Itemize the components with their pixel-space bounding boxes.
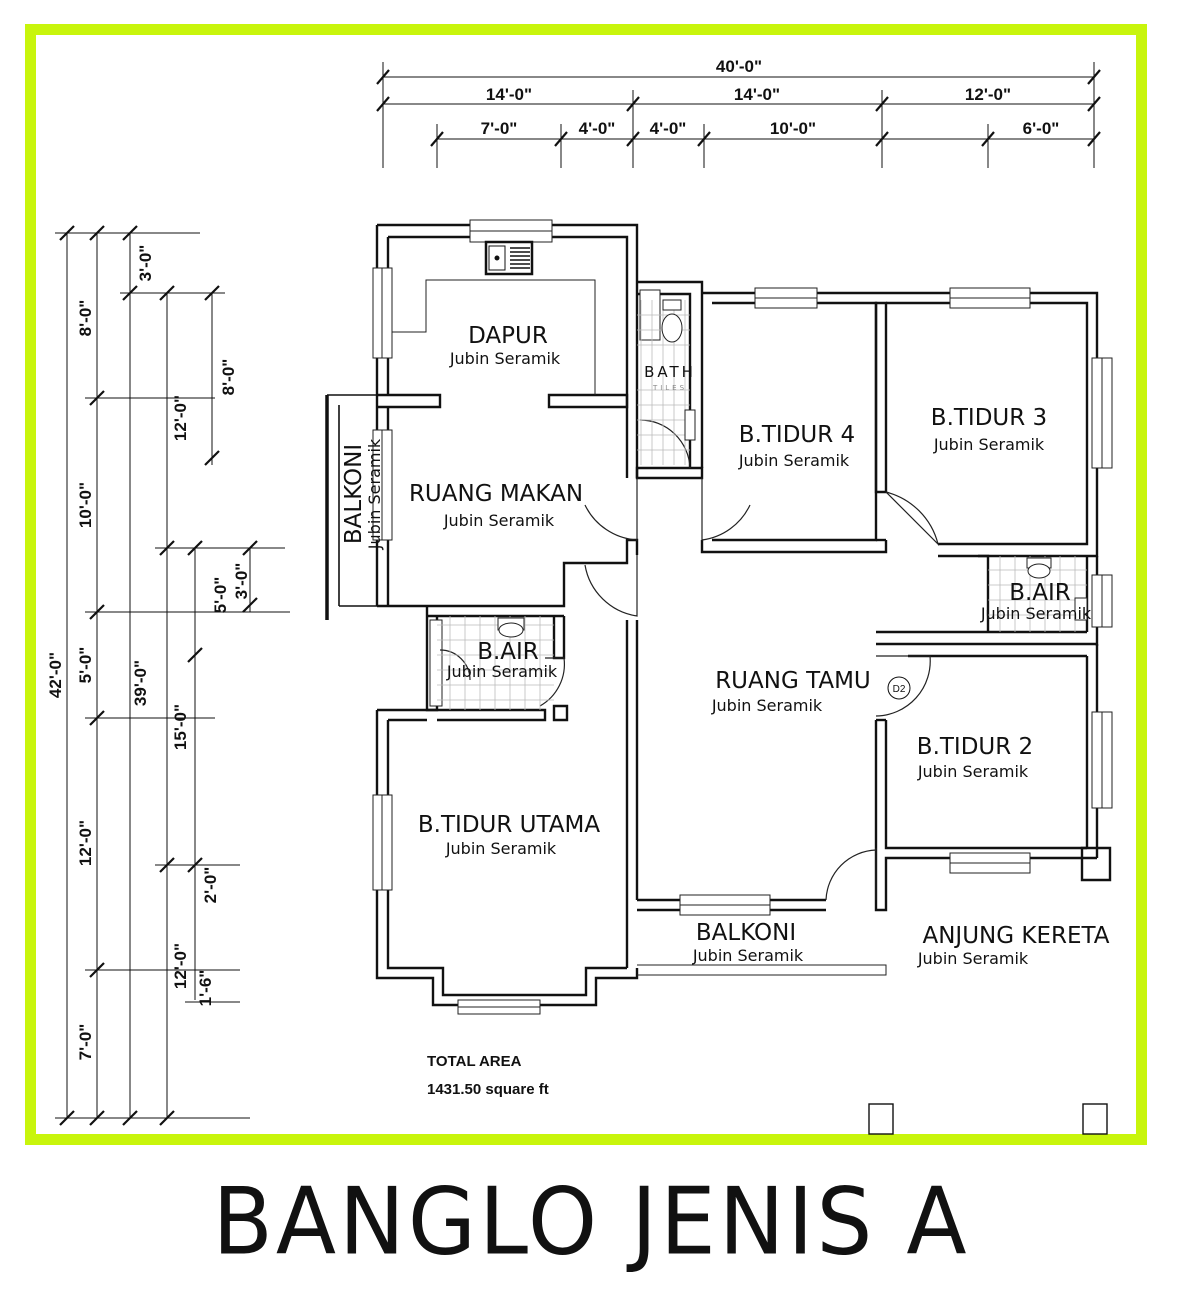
door-tag-d2: D2 — [887, 676, 911, 700]
total-area-label: TOTAL AREA — [427, 1053, 522, 1070]
dim-left-col4-c: 12'-0" — [171, 943, 190, 989]
dim-top-overall: 40'-0" — [716, 57, 762, 76]
dim-left-col2-d: 12'-0" — [76, 820, 95, 866]
doors — [439, 419, 940, 901]
dim-left-col4-a: 12'-0" — [171, 395, 190, 441]
room-balkoni-side-name: BALKONI — [341, 444, 367, 544]
dim-left-col5-d: 1'-6" — [196, 970, 215, 1007]
room-b-tidur-utama-name: B.TIDUR UTAMA — [418, 812, 600, 838]
room-b-tidur-utama-finish: Jubin Seramik — [445, 839, 557, 858]
room-balkoni-front-name: BALKONI — [696, 920, 796, 946]
room-b-air-right-finish: Jubin Seramik — [980, 604, 1092, 623]
dim-left-col5-a: 8'-0" — [219, 359, 238, 396]
kitchen-sink — [484, 240, 534, 276]
room-balkoni-front-finish: Jubin Seramik — [692, 946, 804, 965]
plan-frame — [25, 24, 1147, 1145]
dim-left-col2-c: 5'-0" — [76, 647, 95, 684]
dim-top-row2-b: 14'-0" — [734, 85, 780, 104]
dim-left-col2-a: 8'-0" — [76, 300, 95, 337]
room-b-air-left-finish: Jubin Seramik — [446, 662, 558, 681]
porch-post-left — [868, 1103, 894, 1135]
room-balkoni-side-finish: Jubin Seramik — [365, 438, 384, 550]
dim-top-row2-c: 12'-0" — [965, 85, 1011, 104]
top-dimensions — [376, 62, 1101, 168]
room-dapur-name: DAPUR — [468, 323, 548, 349]
porch-post-right — [1082, 1103, 1108, 1135]
toilet-icon — [497, 299, 1088, 638]
bath-tiles — [437, 300, 1087, 710]
dim-left-col3-b: 39'-0" — [131, 660, 150, 706]
dim-top-row3-c: 4'-0" — [650, 119, 687, 138]
dim-left-col6-a: 3'-0" — [232, 563, 251, 600]
room-dapur-finish: Jubin Seramik — [449, 349, 561, 368]
dim-left-col5-b: 5'-0" — [211, 577, 230, 614]
dim-left-col3-a: 3'-0" — [136, 245, 155, 282]
dim-top-row3-e: 6'-0" — [1023, 119, 1060, 138]
room-b-tidur-3-name: B.TIDUR 3 — [931, 405, 1047, 431]
room-b-tidur-2-finish: Jubin Seramik — [917, 762, 1029, 781]
page-title: BANGLO JENIS A — [212, 1167, 970, 1276]
room-b-tidur-2-name: B.TIDUR 2 — [917, 734, 1033, 760]
room-ruang-makan-name: RUANG MAKAN — [409, 481, 583, 507]
left-dimensions — [55, 225, 290, 1126]
dim-top-row2-a: 14'-0" — [486, 85, 532, 104]
dim-left-col2-b: 10'-0" — [76, 482, 95, 528]
room-b-air-left-name: B.AIR — [477, 639, 539, 665]
dim-left-col4-b: 15'-0" — [171, 704, 190, 750]
room-b-tidur-3-finish: Jubin Seramik — [933, 435, 1045, 454]
room-b-tidur-4-name: B.TIDUR 4 — [739, 422, 855, 448]
dim-left-col2-e: 7'-0" — [76, 1024, 95, 1061]
room-ruang-makan-finish: Jubin Seramik — [443, 511, 555, 530]
room-anjung-kereta-finish: Jubin Seramik — [917, 949, 1029, 968]
dim-top-row3-d: 10'-0" — [770, 119, 816, 138]
windows — [372, 219, 1113, 1015]
room-b-tidur-4-finish: Jubin Seramik — [738, 451, 850, 470]
room-b-air-right-name: B.AIR — [1009, 580, 1071, 606]
room-bath-name: BATH — [644, 363, 696, 381]
dim-left-col5-c: 2'-0" — [201, 867, 220, 904]
floor-plan: 40'-0" 14'-0" 14'-0" 12'-0" 7'-0" 4'-0" … — [46, 57, 1113, 1135]
room-bath-finish: TILES — [652, 384, 687, 392]
room-ruang-tamu-name: RUANG TAMU — [715, 668, 871, 694]
total-area-value: 1431.50 square ft — [427, 1081, 549, 1098]
dim-top-row3-b: 4'-0" — [579, 119, 616, 138]
side-balcony-rail — [325, 394, 377, 620]
door-tag-label: D2 — [893, 684, 906, 695]
dim-top-row3-a: 7'-0" — [481, 119, 518, 138]
dim-left-overall: 42'-0" — [46, 652, 65, 698]
room-anjung-kereta-name: ANJUNG KERETA — [922, 923, 1109, 949]
room-ruang-tamu-finish: Jubin Seramik — [711, 696, 823, 715]
